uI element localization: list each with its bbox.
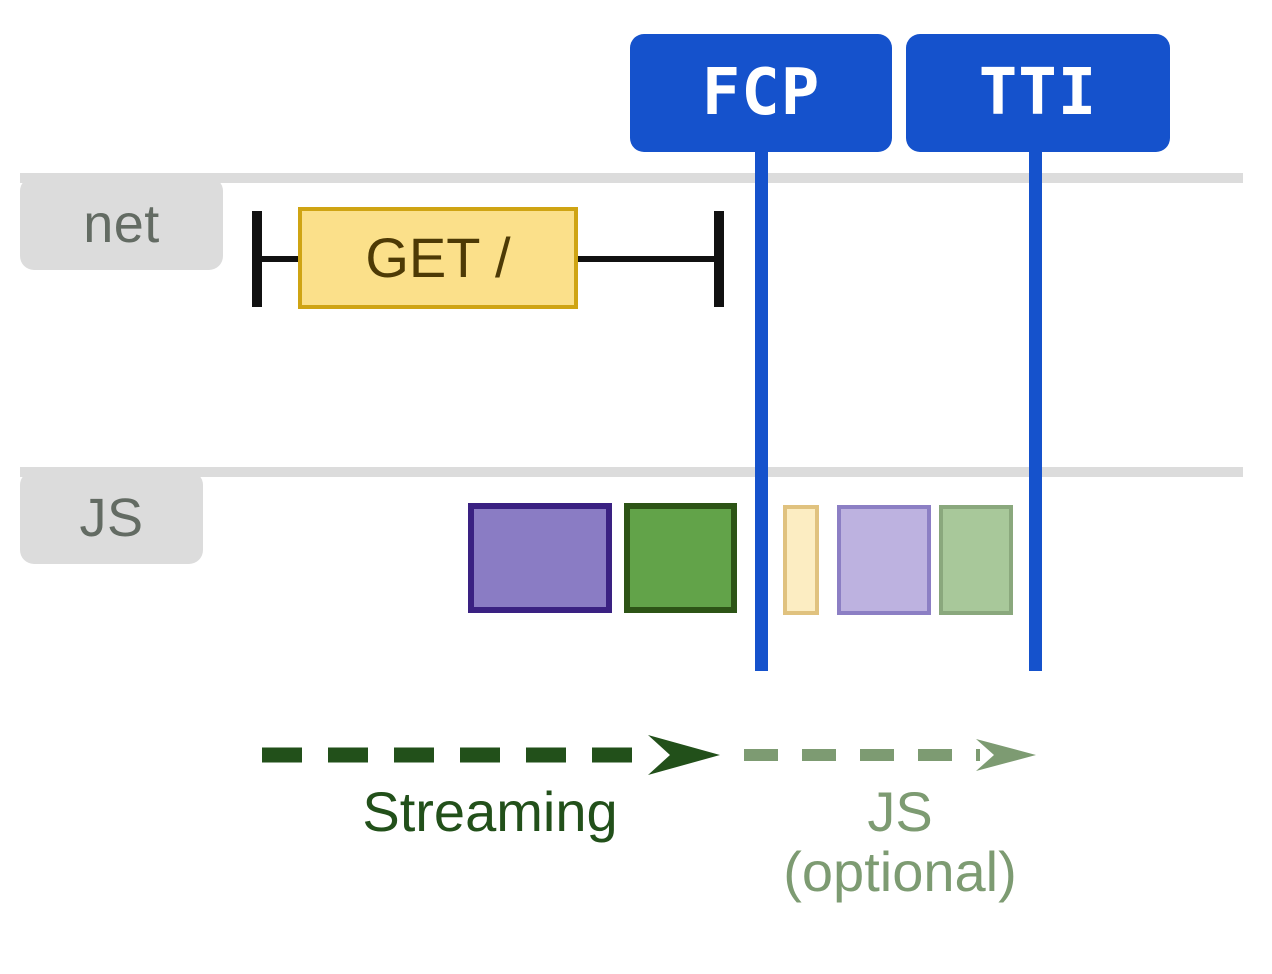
js-block-green-task[interactable] (624, 503, 737, 613)
marker-fcp-line (755, 140, 768, 671)
request-bar-get[interactable]: GET / (298, 207, 578, 309)
marker-tti-badge[interactable]: TTI (906, 34, 1170, 152)
track-label-js: JS (20, 471, 203, 564)
streaming-arrow-icon (258, 735, 728, 780)
request-start-cap (252, 211, 262, 307)
track-rule-net (20, 173, 1243, 183)
js-block-lavender-task-optional[interactable] (837, 505, 931, 615)
request-stem-left (258, 256, 306, 262)
phase-streaming-label: Streaming (362, 780, 618, 843)
js-block-pale-green-task-optional[interactable] (939, 505, 1013, 615)
js-block-purple-task[interactable] (468, 503, 612, 613)
js-optional-arrow-icon (740, 738, 1040, 777)
marker-tti-line (1029, 140, 1042, 671)
js-block-yellow-task-optional[interactable] (783, 505, 819, 615)
marker-fcp-badge[interactable]: FCP (630, 34, 892, 152)
track-rule-js (20, 467, 1243, 477)
request-end-cap (714, 211, 724, 307)
request-stem-right (572, 256, 718, 262)
track-label-net: net (20, 177, 223, 270)
phase-js-optional-label: JS (optional) (783, 780, 1017, 904)
